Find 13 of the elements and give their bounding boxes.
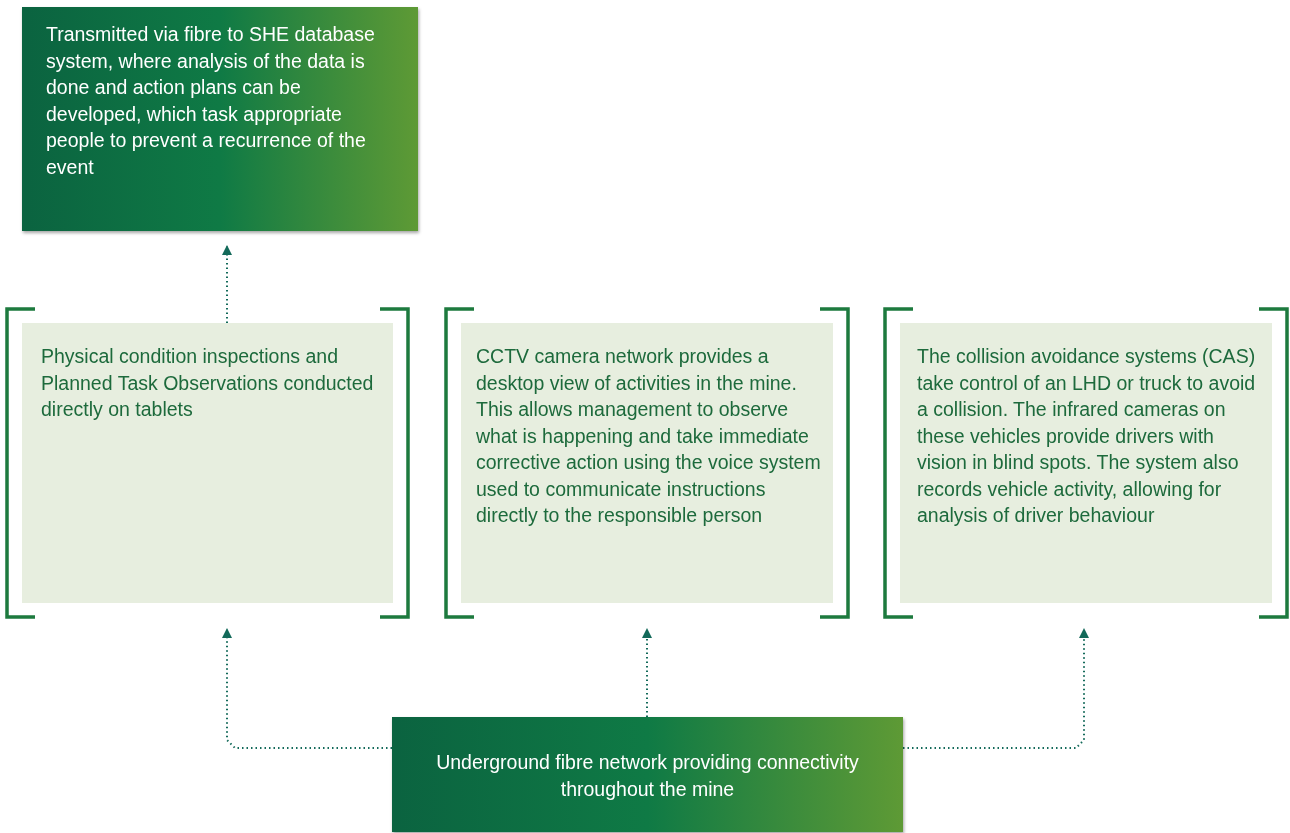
description-text: Transmitted via fibre to SHE database system, where analysis of the data is done and action plans can be developed, which task appropriate people to prevent a recurrence of the event: [46, 22, 376, 180]
panel: [22, 323, 393, 603]
description-text: Physical condition inspections and Planned Task Observations conducted directly on tablets: [41, 344, 375, 422]
process-box: [22, 7, 418, 231]
description-text: The collision avoidance systems (CAS) take control of an LHD or truck to avoid a collision. The infrared cameras on these vehicles provide drivers with vision in blind spots. The system also records vehicle activity, allowing for analysis of driver behaviour: [917, 344, 1257, 528]
description-text: Underground fibre network providing connectivity throughout the mine: [435, 750, 860, 802]
panel: [461, 323, 833, 603]
arrow: [222, 628, 393, 749]
description-text: CCTV camera network provides a desktop view of activities in the mine. This allows management to observe what is happening and take immediate corrective action using the voice system used to communicate instructions directly to the responsible person: [476, 344, 822, 528]
process-box: [392, 717, 903, 832]
arrow: [222, 245, 232, 324]
panel: [900, 323, 1272, 603]
arrow: [642, 628, 652, 718]
